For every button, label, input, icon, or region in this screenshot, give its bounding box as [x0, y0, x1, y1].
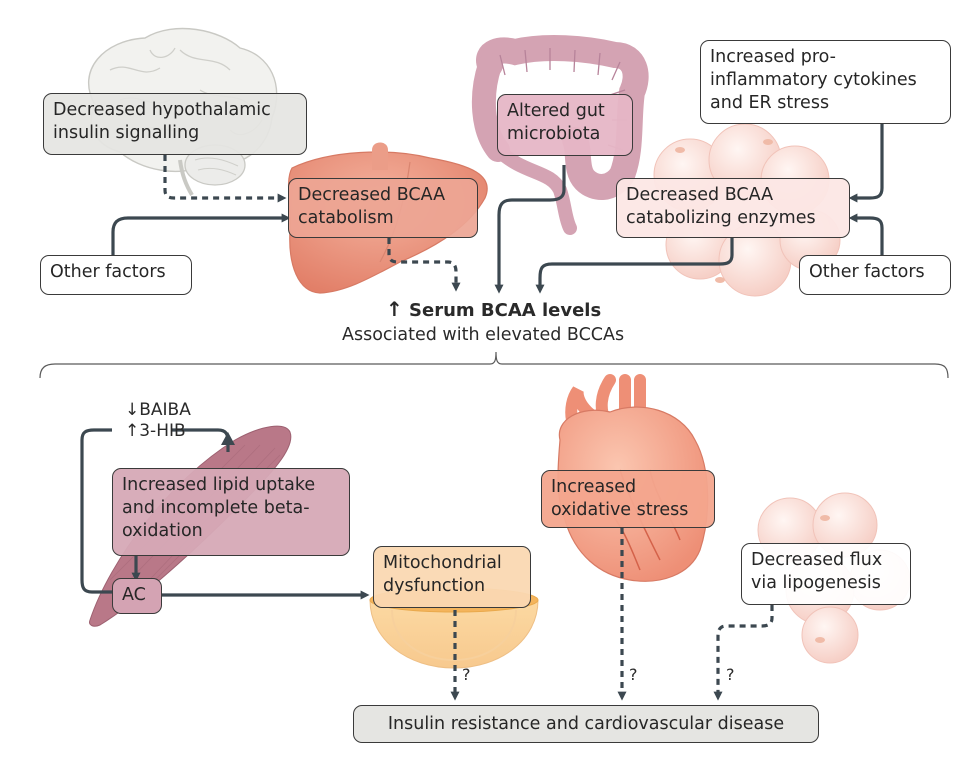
- connector-arrows: [80, 122, 884, 600]
- other-factors-left-box: Other factors: [40, 255, 192, 295]
- arrowhead-up: [221, 432, 235, 445]
- question-mark-oxidative: ?: [629, 665, 638, 684]
- baiba-label: ↓BAIBA: [125, 400, 191, 420]
- oxidative-stress-box: Increased oxidative stress: [541, 470, 715, 528]
- question-mark-mito: ?: [462, 665, 471, 684]
- ac-box: AC: [112, 578, 162, 614]
- outcome-box: Insulin resistance and cardiovascular di…: [353, 705, 819, 743]
- gut-microbiota-box: Altered gut microbiota: [497, 94, 633, 156]
- bcaa-catabolism-box: Decreased BCAA catabolism: [288, 178, 478, 238]
- question-mark-lipogenesis: ?: [726, 665, 735, 684]
- grouping-bracket: [39, 351, 949, 379]
- hypothalamic-insulin-box: Decreased hypothalamic insulin signallin…: [43, 93, 307, 155]
- dashed-arrows: [163, 155, 774, 701]
- serum-bcaa-label: ↑ Serum BCAA levels: [386, 297, 601, 321]
- other-factors-right-box: Other factors: [799, 255, 951, 295]
- lipogenesis-flux-box: Decreased flux via lipogenesis: [741, 543, 911, 605]
- cytokines-er-stress-box: Increased pro-inflammatory cytokines and…: [700, 40, 951, 124]
- associated-label: Associated with elevated BCCAs: [342, 325, 625, 345]
- bcaa-enzymes-box: Decreased BCAA catabolizing enzymes: [616, 178, 850, 238]
- hib-label: ↑3-HIB: [125, 421, 186, 441]
- serum-bcaa-text: Serum BCAA levels: [409, 300, 602, 321]
- mitochondrial-dysfunction-box: Mitochondrial dysfunction: [373, 546, 531, 608]
- increase-arrow: ↑: [386, 297, 403, 321]
- lipid-uptake-box: Increased lipid uptake and incomplete be…: [112, 468, 350, 556]
